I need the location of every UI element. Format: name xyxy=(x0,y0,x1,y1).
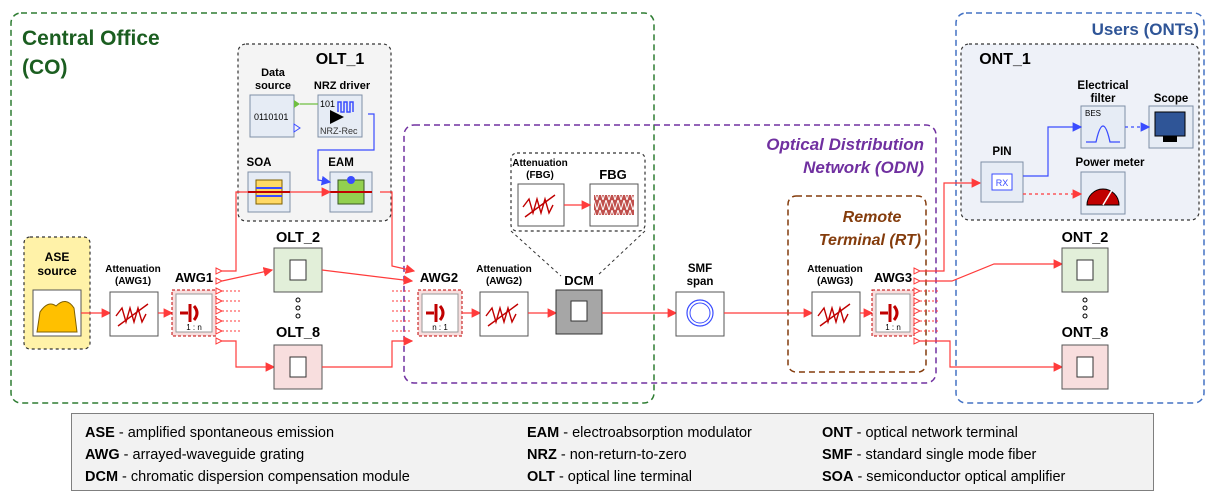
soa-label: SOA xyxy=(247,157,272,169)
smf-label-2: span xyxy=(687,276,714,288)
legend-item-eam: EAM - electroabsorption modulator xyxy=(527,425,752,441)
ase-label-2: source xyxy=(37,264,77,278)
dcm-subsystem-icon xyxy=(570,300,588,322)
smf-label-1: SMF xyxy=(688,263,712,275)
central-office-title-line1: Central Office xyxy=(22,27,160,50)
awg2-icon xyxy=(426,304,445,322)
nrz-pulse-icon xyxy=(337,101,354,113)
data-source-port-icon xyxy=(294,100,300,108)
ase-spectrum-icon xyxy=(36,301,78,333)
ont-dot-2 xyxy=(1082,305,1088,311)
olt2-label: OLT_2 xyxy=(276,230,320,246)
awg1-outputs xyxy=(215,267,224,345)
remote-terminal-region xyxy=(787,195,927,373)
smf-span-block[interactable] xyxy=(675,291,725,337)
pin-rx-icon xyxy=(991,173,1013,191)
filter-bes: BES xyxy=(1085,109,1101,118)
ont2-label: ONT_2 xyxy=(1062,230,1109,246)
olt-dot-3 xyxy=(295,313,301,319)
ont1-title: ONT_1 xyxy=(979,51,1031,68)
awg2-ratio: n : 1 xyxy=(432,323,448,332)
att-awg2-label-1: Attenuation xyxy=(476,264,532,275)
olt8-subsystem-icon xyxy=(289,356,307,378)
fbg-grating-icon xyxy=(594,195,634,215)
attenuator-awg1-icon xyxy=(115,303,149,327)
att-awg3-label-1: Attenuation xyxy=(807,264,863,275)
att-awg2-label-2: (AWG2) xyxy=(486,276,522,287)
awg3-icon xyxy=(880,304,899,322)
fiber-coil-icon xyxy=(686,299,714,327)
monitor-icon xyxy=(1154,111,1186,137)
att-fbg-label-1: Attenuation xyxy=(512,158,568,169)
legend-item-olt: OLT - optical line terminal xyxy=(527,469,692,485)
legend-item-dcm: DCM - chromatic dispersion compensation … xyxy=(85,469,410,485)
legend-item-awg: AWG - arrayed-waveguide grating xyxy=(85,447,305,463)
power-meter-label: Power meter xyxy=(1075,157,1145,169)
abbreviation-legend: ASE - amplified spontaneous emission AWG… xyxy=(71,413,1154,491)
attenuator-awg3-icon xyxy=(817,303,851,327)
legend-item-nrz: NRZ - non-return-to-zero xyxy=(527,447,687,463)
data-source-block[interactable] xyxy=(249,94,295,138)
odn-region xyxy=(403,124,937,384)
att-awg3-label-2: (AWG3) xyxy=(817,276,853,287)
ont8-subsystem-icon xyxy=(1076,356,1094,378)
data-source-bits: 0110101 xyxy=(254,112,288,122)
legend-item-smf: SMF - standard single mode fiber xyxy=(822,447,1037,463)
nrz-driver-triangle-icon xyxy=(330,110,344,124)
odn-title-line1: Optical Distribution xyxy=(766,135,924,154)
att-awg1-label-1: Attenuation xyxy=(105,264,161,275)
data-source-label-1: Data xyxy=(261,67,286,79)
olt-dot-2 xyxy=(295,305,301,311)
awg1-icon xyxy=(180,304,199,322)
ont2-subsystem-icon xyxy=(1076,259,1094,281)
data-source-port2-icon xyxy=(293,123,301,133)
awg2-label: AWG2 xyxy=(420,270,458,285)
nrz-sub: NRZ-Rec xyxy=(320,126,358,136)
olt1-title: OLT_1 xyxy=(316,51,365,68)
bessel-filter-icon xyxy=(1086,125,1120,143)
remote-terminal-title-line2: Terminal (RT) xyxy=(819,232,921,249)
central-office-title-line2: (CO) xyxy=(22,56,68,79)
awg3-ratio: 1 : n xyxy=(885,323,901,332)
olt-dot-1 xyxy=(295,297,301,303)
olt2-subsystem-icon xyxy=(289,259,307,281)
legend-item-ase: ASE - amplified spontaneous emission xyxy=(85,425,335,441)
fbg-label: FBG xyxy=(599,167,626,182)
users-region xyxy=(955,12,1205,404)
pin-label: PIN xyxy=(992,146,1011,158)
scope-label: Scope xyxy=(1154,93,1189,105)
ase-label-1: ASE xyxy=(45,250,70,264)
awg1-label: AWG1 xyxy=(175,270,213,285)
pin-rx: RX xyxy=(996,178,1009,188)
electrical-filter-block[interactable] xyxy=(1080,105,1126,149)
eam-label: EAM xyxy=(328,157,354,169)
nrz-bits: 101 xyxy=(320,99,335,109)
dcm-label: DCM xyxy=(564,273,594,288)
awg3-outputs xyxy=(913,267,922,345)
awg3-label: AWG3 xyxy=(874,270,912,285)
att-awg1-label-2: (AWG1) xyxy=(115,276,151,287)
remote-terminal-title-line1: Remote xyxy=(843,209,902,226)
att-fbg-label-2: (FBG) xyxy=(526,170,554,181)
odn-title-line2: Network (ODN) xyxy=(803,158,924,177)
attenuator-fbg-icon xyxy=(522,194,556,218)
network-diagram: Central Office (CO) Optical Distribution… xyxy=(10,12,1205,404)
elec-filter-label-2: filter xyxy=(1091,93,1116,105)
legend-item-ont: ONT - optical network terminal xyxy=(822,425,1018,441)
ont-dot-3 xyxy=(1082,313,1088,319)
ont-dot-1 xyxy=(1082,297,1088,303)
data-source-label-2: source xyxy=(255,80,291,92)
nrz-driver-label: NRZ driver xyxy=(314,80,371,92)
central-office-region xyxy=(10,12,655,404)
olt8-label: OLT_8 xyxy=(276,325,320,341)
ont8-label: ONT_8 xyxy=(1062,325,1109,341)
legend-item-soa: SOA - semiconductor optical amplifier xyxy=(822,469,1066,485)
attenuator-awg2-icon xyxy=(485,303,519,327)
awg1-ratio: 1 : n xyxy=(186,323,202,332)
users-title: Users (ONTs) xyxy=(1092,20,1199,39)
elec-filter-label-1: Electrical xyxy=(1077,80,1128,92)
